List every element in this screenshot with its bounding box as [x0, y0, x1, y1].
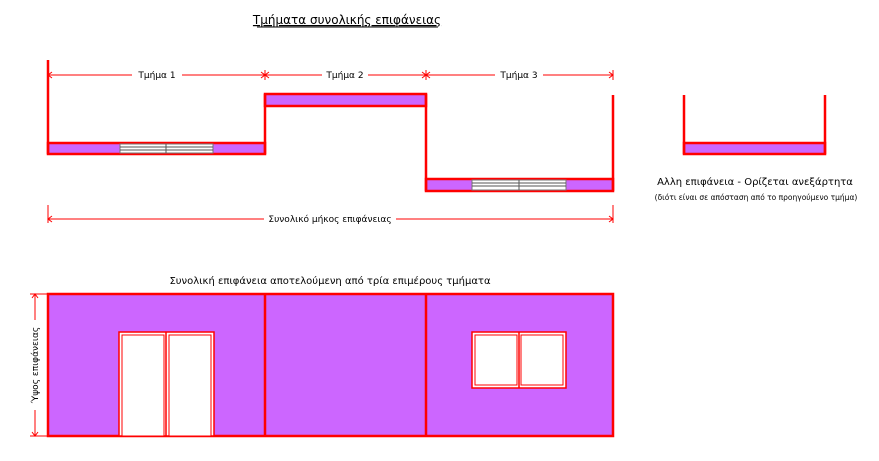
segment-1-window: [119, 143, 214, 154]
segment-2-wall: [263, 92, 428, 108]
height-label: Ύψος επιφάνειας: [31, 327, 41, 404]
segment-3-label: Τμήμα 3: [499, 71, 537, 81]
separate-surface: Αλλη επιφάνεια - Ορίζεται ανεξάρτητα (δι…: [655, 95, 858, 202]
elevation-door: [118, 331, 215, 437]
elevation-title: Συνολική επιφάνεια αποτελούμενη από τρία…: [169, 275, 491, 287]
diagram-title: Τμήματα συνολικής επιφάνειας: [252, 13, 441, 27]
elevation-view: Συνολική επιφάνεια αποτελούμενη από τρία…: [29, 275, 615, 438]
separate-surface-wall: [682, 141, 827, 156]
separate-surface-title: Αλλη επιφάνεια - Ορίζεται ανεξάρτητα: [657, 176, 853, 188]
segment-1-label: Τμήμα 1: [137, 71, 175, 81]
separate-surface-note: (διότι είναι σε απόσταση από το προηγούμ…: [655, 193, 858, 202]
total-length-label: Συνολικό μήκος επιφάνειας: [268, 214, 391, 225]
segment-2-label: Τμήμα 2: [325, 71, 363, 81]
plan-view: Τμήμα 1 Τμήμα 2 Τμήμα 3 Συνολικό μήκος ε…: [46, 60, 615, 225]
segment-3-window: [471, 179, 567, 191]
elevation-window: [471, 331, 567, 389]
